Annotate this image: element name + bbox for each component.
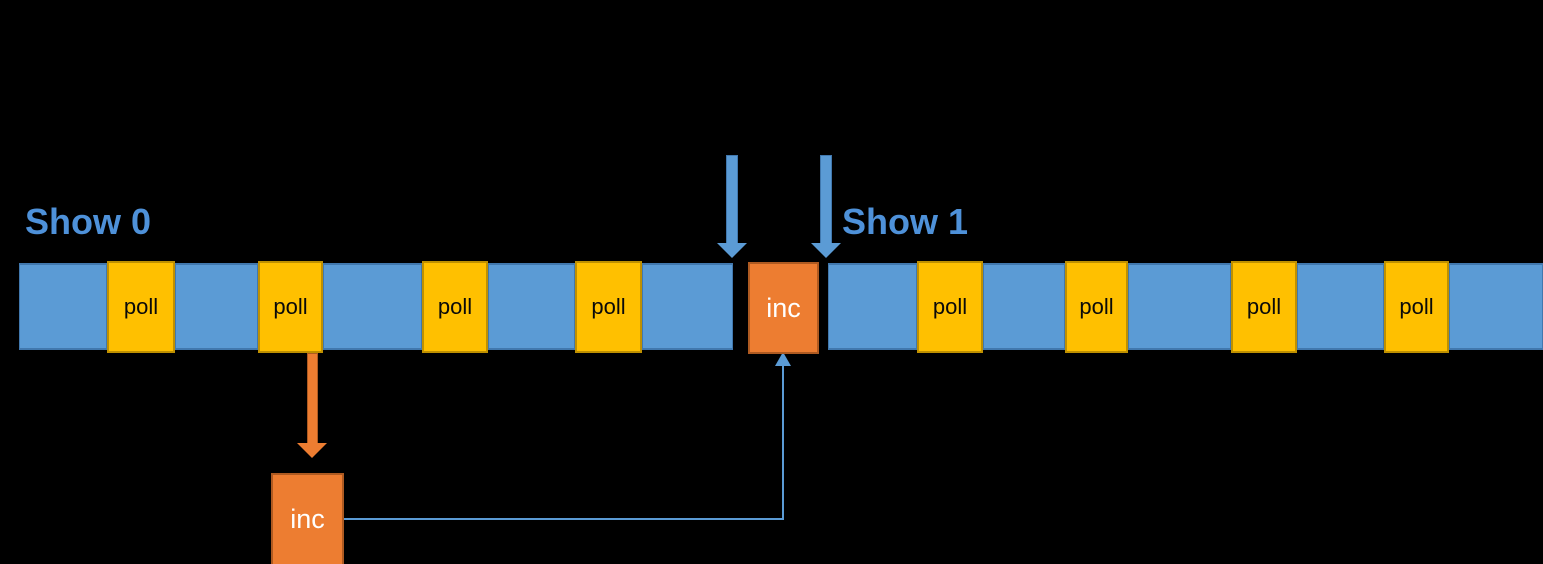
idle-block <box>488 263 575 350</box>
show1-label: Show 1 <box>842 201 969 242</box>
inc-block-expanded: inc <box>271 473 344 564</box>
poll-block: poll <box>422 260 488 353</box>
show0-label: Show 0 <box>25 201 152 242</box>
poll-to-inc-down-arrow-icon <box>297 353 327 458</box>
idle-block <box>828 263 917 350</box>
show0-end-down-arrow-icon <box>717 155 747 258</box>
idle-block <box>1297 263 1384 350</box>
idle-block <box>983 263 1065 350</box>
timeline-show1: poll poll poll poll <box>828 260 1543 353</box>
connector-up-arrowhead-icon <box>775 352 791 366</box>
poll-block: poll <box>1384 260 1449 353</box>
idle-block <box>323 263 422 350</box>
timeline-show0: poll poll poll poll <box>19 260 733 353</box>
inc-block-timeline: inc <box>748 262 819 354</box>
idle-block <box>642 263 733 350</box>
poll-block: poll <box>258 260 323 353</box>
poll-block: poll <box>575 260 642 353</box>
idle-block <box>1449 263 1543 350</box>
idle-block <box>1128 263 1231 350</box>
show1-start-down-arrow-icon <box>811 155 841 258</box>
poll-block: poll <box>917 260 983 353</box>
connector-horizontal-line <box>340 518 784 520</box>
idle-block <box>19 263 107 350</box>
poll-block: poll <box>1231 260 1297 353</box>
idle-block <box>175 263 258 350</box>
connector-vertical-line <box>782 364 784 520</box>
poll-block: poll <box>1065 260 1128 353</box>
poll-block: poll <box>107 260 175 353</box>
